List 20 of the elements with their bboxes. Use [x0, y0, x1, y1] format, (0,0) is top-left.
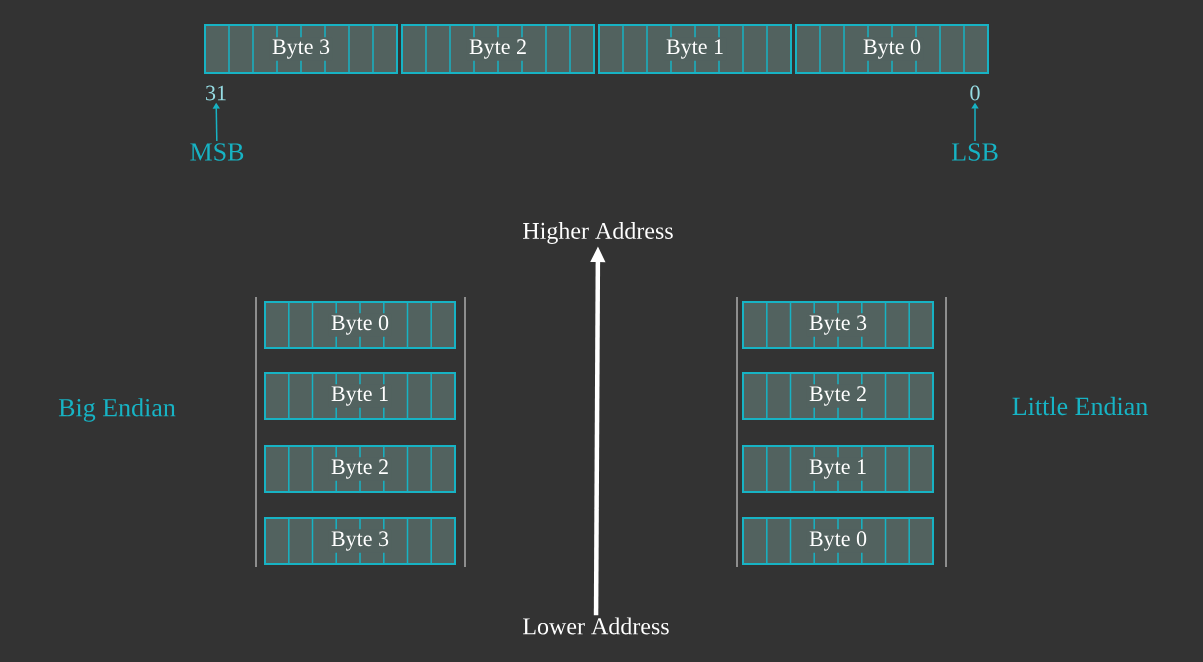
byte-box: Byte 3 — [742, 301, 934, 349]
bit-label: LSB — [951, 143, 998, 161]
byte-box: Byte 1 — [598, 24, 792, 74]
bit-label: MSB — [190, 143, 244, 161]
address-label: Higher Address — [523, 222, 673, 244]
address-label: Lower Address — [523, 617, 669, 635]
byte-box: Byte 1 — [742, 445, 934, 493]
byte-box: Byte 0 — [742, 517, 934, 565]
bit-number: 31 — [206, 85, 226, 101]
byte-box: Byte 3 — [264, 517, 456, 565]
byte-box: Byte 1 — [264, 372, 456, 420]
byte-box: Byte 0 — [264, 301, 456, 349]
byte-box: Byte 2 — [742, 372, 934, 420]
endian-label: Big Endian — [58, 398, 176, 422]
byte-box: Byte 2 — [401, 24, 595, 74]
byte-box: Byte 3 — [204, 24, 398, 74]
byte-box: Byte 2 — [264, 445, 456, 493]
byte-box: Byte 0 — [795, 24, 989, 74]
endian-label: Little Endian — [1012, 396, 1148, 416]
bit-number: 0 — [970, 85, 980, 101]
